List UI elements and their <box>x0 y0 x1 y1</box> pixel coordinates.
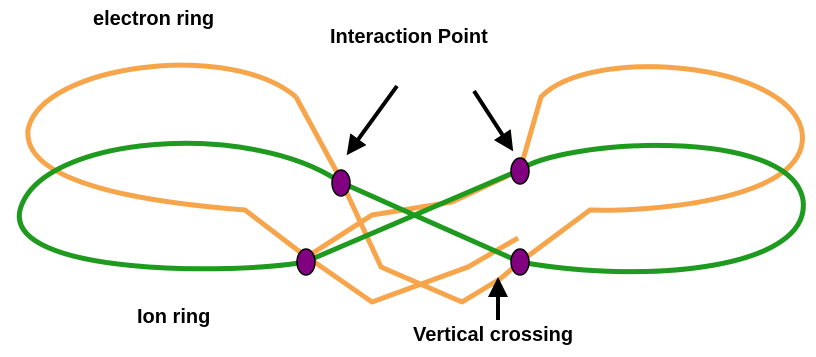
vertical-crossing-marker-right <box>510 248 530 276</box>
electron-ring-right-loop <box>293 64 805 305</box>
interaction-point-label: Interaction Point <box>330 26 488 48</box>
electron-ring-left-loop <box>25 62 520 305</box>
ion-ring-path <box>17 140 806 275</box>
interaction-point-marker-left <box>331 169 351 197</box>
interaction-arrow-right <box>472 89 514 152</box>
ion-ring-label: Ion ring <box>137 306 211 328</box>
pointer-arrows <box>346 84 514 320</box>
crossing-markers <box>296 157 530 276</box>
vertical-crossing-label: Vertical crossing <box>413 324 574 346</box>
electron-ring-label: electron ring <box>93 8 215 30</box>
ion-ring <box>17 140 806 275</box>
interaction-point-marker-right <box>510 157 530 185</box>
vertical-crossing-marker-left <box>296 248 316 276</box>
interaction-arrow-left <box>346 84 399 156</box>
electron-ring <box>25 62 805 305</box>
